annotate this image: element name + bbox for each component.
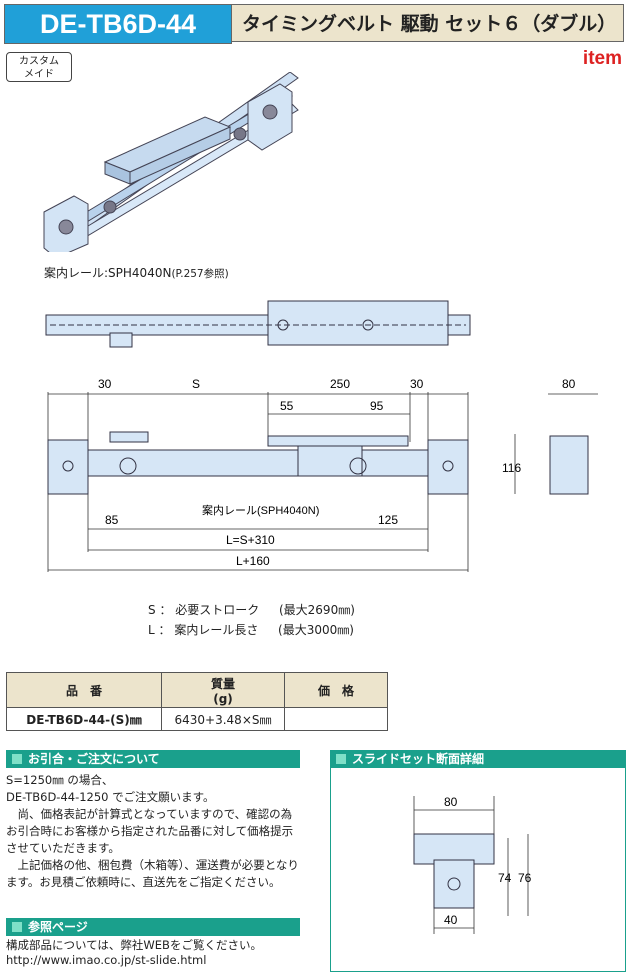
top-view-drawing <box>45 300 471 348</box>
order-body: S=1250㎜ の場合、 DE-TB6D-44-1250 でご注文願います。 尚… <box>6 772 302 891</box>
brand-logo: item <box>582 48 622 69</box>
front-view-drawing: 30 S 250 30 80 55 95 116 85 125 案内レール(SP… <box>47 377 598 572</box>
spec-table: 品 番 質量 (g) 価 格 DE-TB6D-44-(S)㎜ 6430+3.48… <box>6 672 388 731</box>
rail-note: 案内レール:SPH4040N(P.257参照) <box>44 264 229 281</box>
dim-L1: L=S+310 <box>226 533 275 547</box>
detail-w40: 40 <box>444 913 458 927</box>
section-detail-heading-text: スライドセット断面詳細 <box>352 752 485 766</box>
col-mass-label: 質量 <box>210 676 235 691</box>
order-heading: お引合・ご注文について <box>6 750 300 768</box>
badge-line2: メイド <box>24 69 54 80</box>
rail-note-suffix: (P.257参照) <box>171 268 229 280</box>
custom-made-badge: カスタム メイド <box>6 52 72 82</box>
square-icon <box>336 754 346 764</box>
section-detail-heading: スライドセット断面詳細 <box>330 750 626 768</box>
dim-S: S <box>192 377 200 391</box>
ref-body: 構成部品については、弊社WEBをご覧ください。 http://www.imao.… <box>6 938 302 968</box>
dim-55: 55 <box>280 399 294 413</box>
dim-116: 116 <box>502 461 521 475</box>
order-line2: DE-TB6D-44-1250 でご注文願います。 <box>6 790 215 804</box>
product-title: タイミングベルト 駆動 セット６（ダブル） <box>231 4 624 42</box>
rail-note-prefix: 案内レール:SPH4040N <box>44 266 172 280</box>
cell-part-number: DE-TB6D-44-(S)㎜ <box>6 707 162 731</box>
ref-url[interactable]: http://www.imao.co.jp/st-slide.html <box>6 953 207 967</box>
legend-s-max: (最大2690㎜) <box>278 603 355 617</box>
ref-heading-text: 参照ページ <box>28 920 88 934</box>
col-price: 価 格 <box>284 672 388 708</box>
cell-price <box>284 707 388 731</box>
square-icon <box>12 922 22 932</box>
dim-80: 80 <box>562 377 576 391</box>
order-para1: 尚、価格表記が計算式となっていますので、確認の為お引合時にお客様から指定された品… <box>6 807 294 855</box>
dim-95: 95 <box>370 399 384 413</box>
col-part-number: 品 番 <box>6 672 162 708</box>
legend: S ： 必要ストローク (最大2690㎜) L ： 案内レール長さ (最大300… <box>148 603 355 637</box>
square-icon <box>12 754 22 764</box>
detail-w80: 80 <box>444 795 458 809</box>
order-para2: 上記価格の他、梱包費（木箱等）、運送費が必要となります。お見積ご依頼時に、直送先… <box>6 858 299 889</box>
legend-l-max: (最大3000㎜) <box>278 623 354 637</box>
dim-30b: 30 <box>410 377 424 391</box>
dim-30a: 30 <box>98 377 112 391</box>
cell-mass: 6430+3.48×S㎜ <box>161 707 285 731</box>
dim-125: 125 <box>378 513 398 527</box>
dim-250: 250 <box>330 377 350 391</box>
legend-s-desc: 必要ストローク <box>175 603 260 617</box>
section-detail-drawing: 80 74 76 40 <box>413 795 532 934</box>
legend-l-desc: 案内レール長さ <box>174 623 259 637</box>
detail-h74: 74 <box>498 871 512 885</box>
order-line1: S=1250㎜ の場合、 <box>6 773 114 787</box>
product-code: DE-TB6D-44 <box>4 4 232 44</box>
table-row: DE-TB6D-44-(S)㎜ 6430+3.48×S㎜ <box>6 707 388 731</box>
dim-85: 85 <box>105 513 119 527</box>
ref-heading: 参照ページ <box>6 918 300 936</box>
badge-line1: カスタム <box>19 56 59 67</box>
ref-line1: 構成部品については、弊社WEBをご覧ください。 <box>6 938 262 952</box>
col-mass-unit: (g) <box>213 691 233 706</box>
rail-label: 案内レール(SPH4040N) <box>202 503 319 517</box>
order-heading-text: お引合・ご注文について <box>28 752 160 766</box>
detail-h76: 76 <box>518 871 532 885</box>
legend-l-key: L <box>148 623 155 637</box>
col-mass: 質量 (g) <box>161 672 285 708</box>
dim-L2: L+160 <box>236 554 270 568</box>
legend-s-key: S <box>148 603 156 617</box>
product-isometric-image <box>43 72 299 252</box>
